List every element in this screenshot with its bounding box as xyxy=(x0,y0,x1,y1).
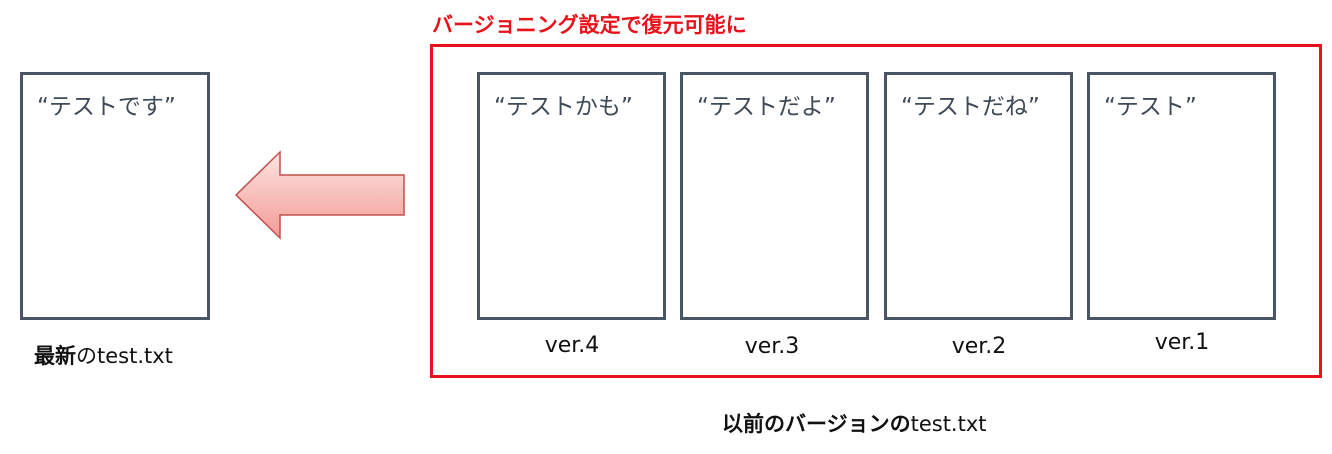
left-arrow-icon xyxy=(234,150,405,240)
latest-document: “テストです” xyxy=(20,72,210,320)
latest-caption-bold: 最新 xyxy=(34,344,76,368)
version-label: ver.4 xyxy=(544,333,600,358)
latest-caption: 最新のtest.txt xyxy=(34,340,173,370)
versioning-caption-bold: 以前のバージョンの xyxy=(722,412,911,436)
version-document-2: “テストだね” xyxy=(884,72,1073,320)
version-label: ver.1 xyxy=(1154,330,1210,355)
version-document-3: “テストだよ” xyxy=(680,72,869,320)
latest-document-content: “テストです” xyxy=(37,94,176,120)
versioning-frame xyxy=(430,44,1322,378)
version-document-4: “テストかも” xyxy=(477,72,666,320)
version-document-content: “テストだね” xyxy=(901,94,1040,120)
versioning-title: バージョニング設定で復元可能に xyxy=(432,13,747,37)
versioning-caption: 以前のバージョンのtest.txt xyxy=(722,408,987,438)
version-document-content: “テストだよ” xyxy=(697,94,836,120)
version-label: ver.3 xyxy=(744,334,800,359)
latest-caption-rest: のtest.txt xyxy=(76,344,173,368)
versioning-caption-rest: test.txt xyxy=(910,412,987,436)
version-document-1: “テスト” xyxy=(1087,72,1276,320)
version-document-content: “テスト” xyxy=(1104,94,1197,120)
version-label: ver.2 xyxy=(951,334,1007,359)
version-document-content: “テストかも” xyxy=(494,94,633,120)
